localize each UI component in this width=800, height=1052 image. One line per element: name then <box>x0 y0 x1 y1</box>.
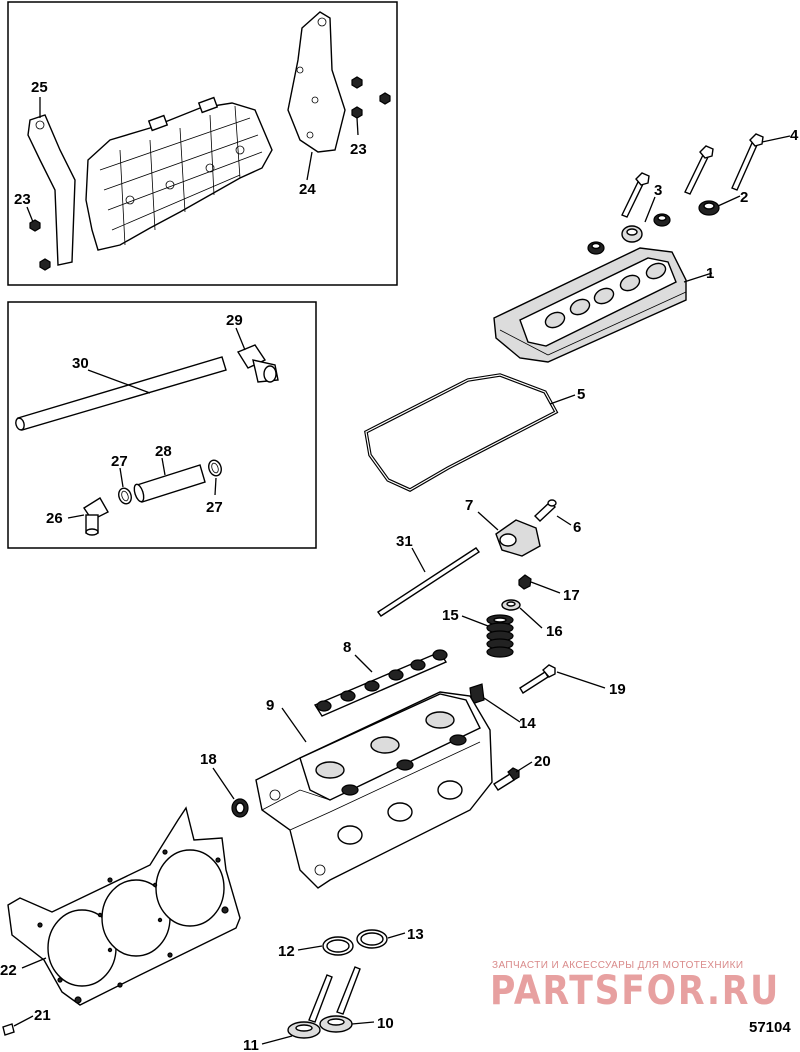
bolt-20 <box>493 767 520 791</box>
callout-7: 7 <box>465 497 473 514</box>
callout-21: 21 <box>34 1007 51 1024</box>
callout-11: 11 <box>243 1037 259 1052</box>
callout-29: 29 <box>226 312 243 329</box>
gasket-5 <box>364 373 559 492</box>
callout-4: 4 <box>790 127 799 144</box>
head-gasket-22 <box>7 806 241 1006</box>
callout-5: 5 <box>577 386 585 403</box>
inset-box-pcv <box>7 301 317 549</box>
cylinder-head-9 <box>255 691 493 889</box>
rocker-arm-7 <box>495 519 541 557</box>
inset-box-manifold <box>7 1 398 286</box>
ring-13 <box>356 929 388 949</box>
callout-22: 22 <box>0 962 17 979</box>
callout-20: 20 <box>534 753 551 770</box>
callout-24: 24 <box>299 181 316 198</box>
callout-31: 31 <box>396 533 413 550</box>
callout-13: 13 <box>407 926 424 943</box>
callout-27-left: 27 <box>111 453 128 470</box>
bolt-4-group <box>621 133 764 218</box>
rocker-cover-1 <box>493 247 687 363</box>
elbow-29 <box>236 344 279 383</box>
callout-23-left: 23 <box>14 191 31 208</box>
callout-25: 25 <box>31 79 48 96</box>
callout-14: 14 <box>519 715 536 732</box>
bolt-19 <box>519 664 556 694</box>
callout-27-right: 27 <box>206 499 223 516</box>
tube-30 <box>17 356 227 431</box>
ring-12 <box>322 936 354 956</box>
intake-manifold-illustration <box>85 96 273 251</box>
figure-number: 57104 <box>749 1019 791 1036</box>
callout-30: 30 <box>72 355 89 372</box>
callout-6: 6 <box>573 519 581 536</box>
keeper-17 <box>518 574 532 590</box>
callout-18: 18 <box>200 751 217 768</box>
hose-28 <box>136 464 206 503</box>
callout-12: 12 <box>278 943 295 960</box>
pushrod-31 <box>376 547 481 617</box>
valve-11 <box>287 974 333 1039</box>
clamp-27-group <box>118 459 222 505</box>
watermark-brand: PARTSFOR.RU <box>490 968 780 1014</box>
spring-15 <box>486 614 514 658</box>
watermark-tagline: ЗАПЧАСТИ И АКСЕССУАРЫ ДЛЯ МОТОТЕХНИКИ <box>492 960 743 971</box>
bracket-25 <box>27 114 76 266</box>
elbow-26 <box>83 497 109 536</box>
bracket-24 <box>287 11 346 153</box>
callout-26: 26 <box>46 510 63 527</box>
seal-18 <box>231 798 249 818</box>
callout-17: 17 <box>563 587 580 604</box>
callout-8: 8 <box>343 639 351 656</box>
callout-23-right: 23 <box>350 141 367 158</box>
valve-10 <box>319 966 361 1033</box>
grommet-2 <box>698 200 720 216</box>
dowel-21 <box>2 1023 15 1036</box>
callout-16: 16 <box>546 623 563 640</box>
callout-3: 3 <box>654 182 662 199</box>
nut-23-group <box>29 76 391 271</box>
stud-6 <box>533 499 557 522</box>
guide-plate-8 <box>313 649 448 717</box>
grommet-3-group <box>587 213 671 255</box>
callout-28: 28 <box>155 443 172 460</box>
callout-15: 15 <box>442 607 459 624</box>
callout-9: 9 <box>266 697 274 714</box>
callout-2: 2 <box>740 189 748 206</box>
retainer-16 <box>501 599 521 611</box>
callout-1: 1 <box>706 265 714 282</box>
callout-10: 10 <box>377 1015 394 1032</box>
callout-19: 19 <box>609 681 626 698</box>
